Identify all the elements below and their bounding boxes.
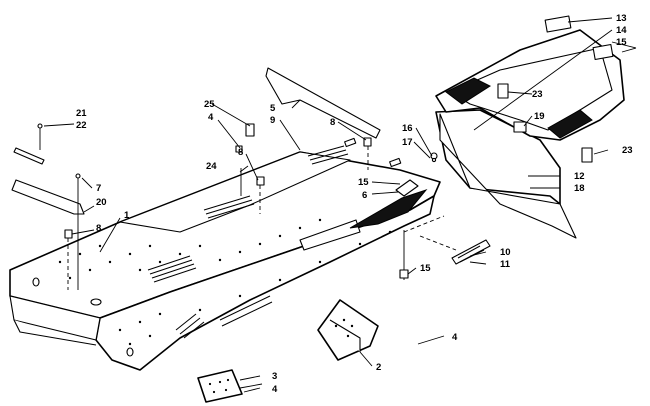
callout-18: 18 [574,183,585,194]
callout-20: 20 [96,197,107,208]
callout-13: 13 [616,13,627,24]
callout-4-top: 4 [208,112,214,123]
mount-plate-part [197,369,263,403]
callout-9: 9 [270,115,275,126]
callout-4-right: 4 [452,332,458,343]
bolt-parts [64,123,402,290]
callout-10: 10 [500,247,511,258]
strip-part [265,67,381,139]
tunnel-part [9,145,441,371]
callout-23-right: 23 [622,145,633,156]
callout-11: 11 [500,259,511,270]
callout-17: 17 [402,137,413,148]
leader-lines [43,17,637,393]
callout-2: 2 [376,362,381,373]
support-bracket-part [317,299,379,361]
callout-6: 6 [362,190,367,201]
rivet-pattern [58,218,392,346]
rear-bumper-part [430,15,637,239]
callout-22: 22 [76,120,87,131]
rear-bump-part [395,179,419,197]
callout-1: 1 [124,210,130,221]
callout-7: 7 [96,183,101,194]
callout-3: 3 [272,371,277,382]
angle-bracket-part [11,179,85,215]
callout-5: 5 [270,103,276,114]
mount-hardware [399,230,491,280]
callout-4-bottom: 4 [272,384,278,395]
vent-hatching [147,145,349,339]
callout-15-bottom: 15 [420,263,431,274]
flap-part [349,188,428,229]
callout-19: 19 [534,111,545,122]
callout-16: 16 [402,123,413,134]
callout-24: 24 [206,161,217,172]
callout-25: 25 [204,99,215,110]
bracket-part [13,123,45,165]
callout-21: 21 [76,108,87,119]
callout-labels: 1 2 3 4 4 4 5 6 7 8 8 8 9 10 11 12 13 14… [76,13,633,395]
callout-8-left: 8 [96,223,101,234]
callout-23-top: 23 [532,89,543,100]
callout-15-mid: 15 [358,177,369,188]
callout-8-top: 8 [330,117,335,128]
callout-14: 14 [616,25,627,36]
callout-15-top: 15 [616,37,627,48]
callout-8-mid: 8 [238,147,243,158]
callout-12: 12 [574,171,585,182]
